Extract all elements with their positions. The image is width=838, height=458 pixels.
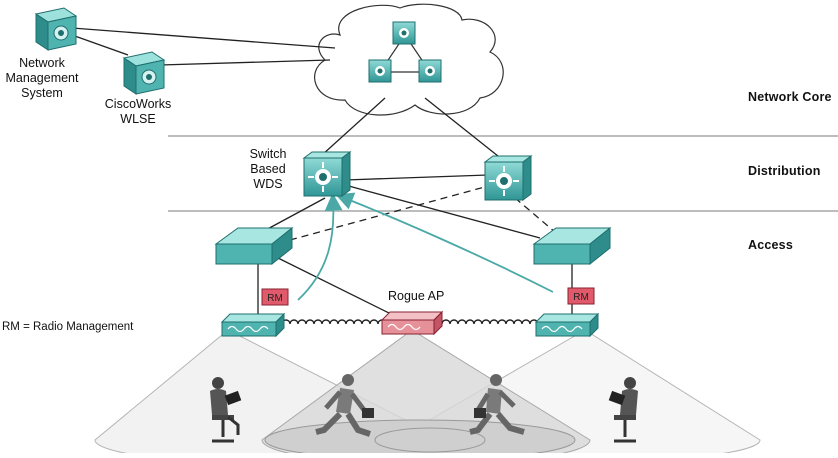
- rm-tag: RM: [567, 287, 595, 305]
- access-point-icon: [220, 312, 286, 338]
- layer3-switch-icon: [418, 59, 442, 83]
- rm-tag: RM: [261, 288, 289, 306]
- layer3-switch-icon: [302, 151, 352, 197]
- svg-text:RM: RM: [267, 293, 283, 304]
- nms-label: Network Management System: [4, 56, 80, 101]
- ciscoworks-label-line1: CiscoWorks: [104, 97, 172, 111]
- server-icon: [122, 51, 166, 95]
- access-switch-icon: [214, 226, 294, 266]
- wds-label-line1: Switch: [249, 147, 287, 161]
- wds-label: Switch Based WDS: [238, 147, 298, 192]
- layer-label-distribution: Distribution: [748, 164, 821, 178]
- wds-label-line2: Based: [250, 162, 286, 176]
- svg-text:RM: RM: [573, 292, 589, 303]
- access-point-icon: [534, 312, 600, 338]
- walking-user-icon: [469, 374, 525, 435]
- layer3-switch-icon: [392, 21, 416, 45]
- layer3-switch-icon: [483, 155, 533, 201]
- layer-label-access: Access: [748, 238, 793, 252]
- network-core-cloud: [314, 3, 504, 116]
- access-switch-icon: [532, 226, 612, 266]
- rm-report-arrow-right: [335, 192, 554, 293]
- radio-link-coil: [281, 319, 539, 325]
- nms-label-line2: Management: [5, 71, 79, 85]
- ciscoworks-label-line2: WLSE: [120, 112, 156, 126]
- network-links: [71, 27, 573, 317]
- redundant-links: [289, 184, 556, 241]
- layer3-switch-icon: [368, 59, 392, 83]
- laptop-user-icon: [210, 377, 242, 443]
- rogue-ap-label: Rogue AP: [388, 289, 445, 303]
- nms-label-line1: Network: [19, 56, 65, 70]
- nms-label-line3: System: [21, 86, 63, 100]
- wds-label-line3: WDS: [253, 177, 283, 191]
- walking-user-icon: [315, 374, 374, 437]
- rm-report-arrow-left: [297, 192, 343, 301]
- laptop-user-icon: [608, 377, 638, 443]
- rm-legend: RM = Radio Management: [2, 321, 134, 333]
- server-icon: [34, 7, 78, 51]
- ciscoworks-label: CiscoWorks WLSE: [98, 97, 178, 127]
- layer-label-core: Network Core: [748, 90, 832, 104]
- rogue-access-point-icon: [380, 310, 444, 336]
